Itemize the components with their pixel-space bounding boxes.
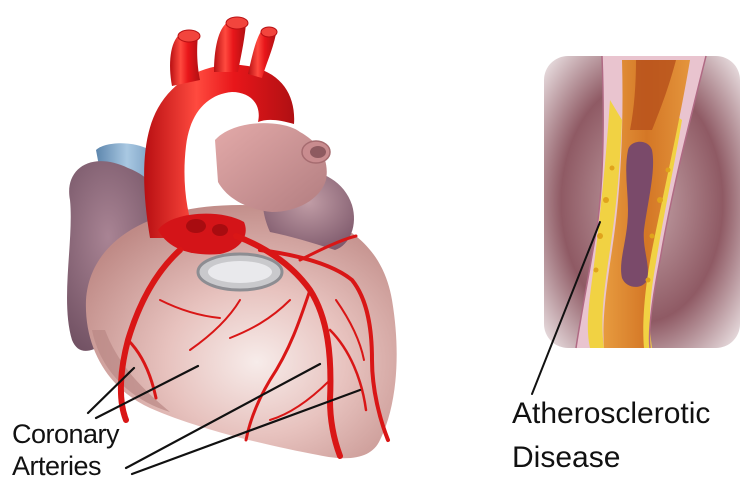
artery-cross-section-illustration (544, 56, 740, 348)
athero-label-line2: Disease (512, 443, 620, 473)
pulmonary-trunk (215, 123, 327, 212)
athero-label-line1: Atherosclerotic (512, 399, 710, 429)
aortic-branch-2 (214, 22, 246, 72)
heart-illustration (67, 17, 397, 458)
coronary-label-line1: Coronary (12, 421, 119, 448)
coronary-label-line2: Arteries (12, 453, 101, 480)
